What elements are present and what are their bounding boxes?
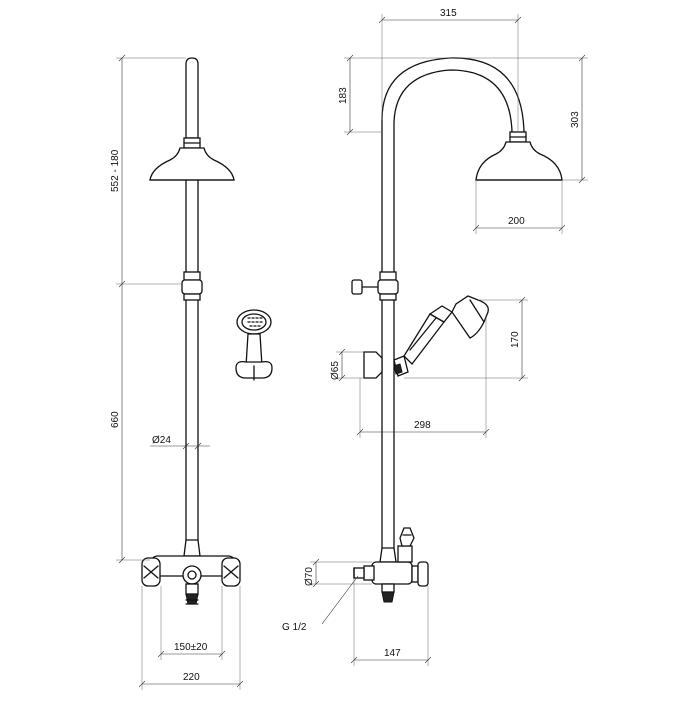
shower-head-front xyxy=(149,147,235,181)
side-outlet-nut xyxy=(381,583,395,593)
side-slide-joint-body xyxy=(377,279,399,295)
side-slide-joint-top xyxy=(379,271,397,281)
lever-handle xyxy=(399,527,415,547)
dim-tick-column xyxy=(118,556,126,564)
label-spacing: 150±20 xyxy=(174,642,208,653)
side-hose-connector xyxy=(381,591,395,603)
shower-head-side xyxy=(475,141,563,181)
label-arc-height: 183 xyxy=(338,87,349,104)
hand-shower-face xyxy=(241,313,267,331)
hand-shower-handle xyxy=(403,313,445,365)
diverter-neck xyxy=(183,539,201,557)
hand-shower-face-side xyxy=(469,299,485,323)
dim-ticks-arc-width xyxy=(378,16,522,24)
dim-ticks-spacing xyxy=(157,650,226,658)
dim-ticks-arc-height xyxy=(346,54,354,136)
label-pipe-diameter: Ø24 xyxy=(152,435,171,446)
label-bracket-diameter: Ø65 xyxy=(330,361,341,380)
bracket-hose-nut xyxy=(393,363,403,375)
side-handle-spindle xyxy=(411,565,419,583)
label-overall-width: 220 xyxy=(183,672,200,683)
side-cross-handle xyxy=(417,561,429,587)
wall-nut xyxy=(363,565,375,581)
dim-ticks-reach xyxy=(356,428,490,436)
slide-joint-top xyxy=(183,271,201,281)
bracket-clamp xyxy=(363,351,383,379)
side-view: 315 183 303 200 170 Ø65 29 xyxy=(282,8,588,666)
mixer-centre-boss xyxy=(182,565,202,585)
label-reach: 298 xyxy=(414,420,431,431)
label-head-diameter: 200 xyxy=(508,216,525,227)
dim-ticks-head-drop xyxy=(578,54,586,184)
right-handle-cross xyxy=(223,565,239,579)
riser-top-pipe xyxy=(185,57,199,139)
label-wall-offset: 147 xyxy=(384,648,401,659)
hand-shower-holes xyxy=(247,317,263,327)
dim-ticks-hand-height xyxy=(518,296,526,382)
label-hand-height: 170 xyxy=(510,331,521,348)
lever-base xyxy=(397,545,413,563)
set-screw-knob xyxy=(351,279,363,295)
hand-shower-head-side xyxy=(451,295,489,339)
outlet-nut xyxy=(185,583,199,595)
hose-connector xyxy=(185,593,199,605)
thread-leader xyxy=(321,575,359,625)
slide-joint-body xyxy=(181,279,203,295)
side-slide-joint-bottom xyxy=(379,293,397,301)
side-mixer-body xyxy=(371,561,413,585)
dim-ticks-wall-offset xyxy=(350,656,432,664)
label-head-drop: 303 xyxy=(570,111,581,128)
front-view: 552 - 180 660 Ø24 150±20 220 xyxy=(110,54,273,690)
left-handle-cross xyxy=(143,565,159,579)
dim-ticks-inlet xyxy=(312,558,320,588)
label-column: 660 xyxy=(110,411,121,428)
hand-shower-handle-line xyxy=(409,317,437,351)
dim-ticks-pipe-diameter xyxy=(182,442,202,450)
wall-connector xyxy=(353,567,365,579)
slide-joint-bottom xyxy=(183,293,201,301)
hose-thread xyxy=(185,599,199,605)
dim-ticks-overall-width xyxy=(138,680,244,688)
dim-ticks-bracket xyxy=(338,348,346,382)
side-diverter-neck xyxy=(379,547,397,563)
label-inlet-diameter: Ø70 xyxy=(304,567,315,586)
label-thread: G 1/2 xyxy=(282,622,307,633)
hand-shower-grip xyxy=(245,333,263,367)
label-arc-width: 315 xyxy=(440,8,457,19)
label-total-height: 552 - 180 xyxy=(110,149,121,192)
dim-ticks-head-diameter xyxy=(472,224,566,232)
gooseneck-inner xyxy=(393,69,513,273)
mixer-centre-ring xyxy=(187,570,197,580)
